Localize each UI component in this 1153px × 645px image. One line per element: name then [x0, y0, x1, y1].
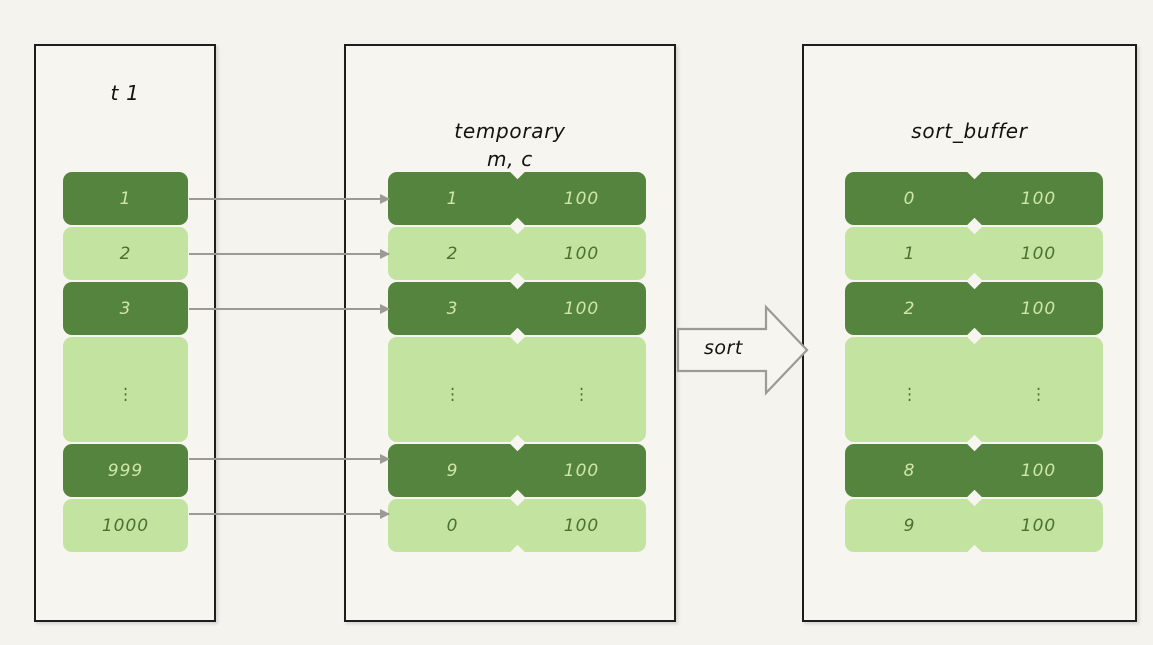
- row-value-cell: 100: [517, 227, 646, 280]
- row-key-cell: 1: [845, 227, 974, 280]
- connector-arrow-row-2: [189, 248, 390, 260]
- connector-shaft: [189, 198, 389, 200]
- table-row[interactable]: 1: [63, 172, 188, 225]
- ellipsis-icon: ...: [578, 373, 585, 406]
- connector-shaft: [189, 253, 389, 255]
- row-value-cell: 100: [517, 444, 646, 497]
- ellipsis-icon: ...: [122, 373, 129, 406]
- row-value-cell: ...: [517, 337, 646, 442]
- row-value-cell: 100: [974, 444, 1103, 497]
- connector-shaft: [189, 308, 389, 310]
- table-row[interactable]: ......: [388, 328, 646, 451]
- arrowhead-icon: [380, 508, 390, 519]
- row-key-cell: 9: [388, 444, 517, 497]
- panel-temporary-title-line1: temporary: [454, 119, 566, 143]
- panel-source-title: t 1: [110, 81, 140, 105]
- row-key-cell: 1000: [63, 499, 188, 552]
- row-value-cell: 100: [974, 282, 1103, 335]
- row-value-cell: 100: [517, 499, 646, 552]
- arrowhead-icon: [380, 303, 390, 314]
- sort-block-arrow-icon: [676, 303, 810, 397]
- table-row[interactable]: 3: [63, 282, 188, 335]
- arrowhead-icon: [380, 193, 390, 204]
- row-key-cell: 2: [63, 227, 188, 280]
- row-key-cell: 9: [845, 499, 974, 552]
- row-key-cell: 999: [63, 444, 188, 497]
- table-row[interactable]: 999: [63, 444, 188, 497]
- ellipsis-icon: ...: [906, 373, 913, 406]
- connector-arrow-row-999: [189, 453, 390, 465]
- arrowhead-icon: [380, 248, 390, 259]
- row-value-cell: 100: [974, 227, 1103, 280]
- connector-shaft: [189, 458, 389, 460]
- row-value-cell: 100: [517, 282, 646, 335]
- row-key-cell: ...: [63, 337, 188, 442]
- row-value-cell: 100: [974, 172, 1103, 225]
- row-value-cell: ...: [974, 337, 1103, 442]
- table-row[interactable]: ......: [845, 328, 1103, 451]
- row-key-cell: 0: [845, 172, 974, 225]
- row-key-cell: 8: [845, 444, 974, 497]
- row-value-cell: 100: [974, 499, 1103, 552]
- panel-temporary-title-line2: m, c: [487, 147, 533, 171]
- table-row[interactable]: 1000: [63, 499, 188, 552]
- arrowhead-icon: [380, 453, 390, 464]
- row-key-cell: 0: [388, 499, 517, 552]
- row-key-cell: 3: [63, 282, 188, 335]
- ellipsis-icon: ...: [449, 373, 456, 406]
- table-row[interactable]: 2: [63, 227, 188, 280]
- sort-arrow-label: sort: [704, 337, 743, 359]
- table-row[interactable]: ...: [63, 337, 188, 442]
- ellipsis-icon: ...: [1035, 373, 1042, 406]
- panel-sort-buffer-title: sort_buffer: [911, 119, 1028, 143]
- connector-arrow-row-3: [189, 303, 390, 315]
- row-key-cell: 3: [388, 282, 517, 335]
- row-key-cell: ...: [845, 337, 974, 442]
- row-value-cell: 100: [517, 172, 646, 225]
- row-key-cell: ...: [388, 337, 517, 442]
- row-key-cell: 2: [388, 227, 517, 280]
- row-key-cell: 1: [63, 172, 188, 225]
- row-key-cell: 2: [845, 282, 974, 335]
- connector-arrow-row-1000: [189, 508, 390, 520]
- connector-arrow-row-1: [189, 193, 390, 205]
- connector-shaft: [189, 513, 389, 515]
- row-key-cell: 1: [388, 172, 517, 225]
